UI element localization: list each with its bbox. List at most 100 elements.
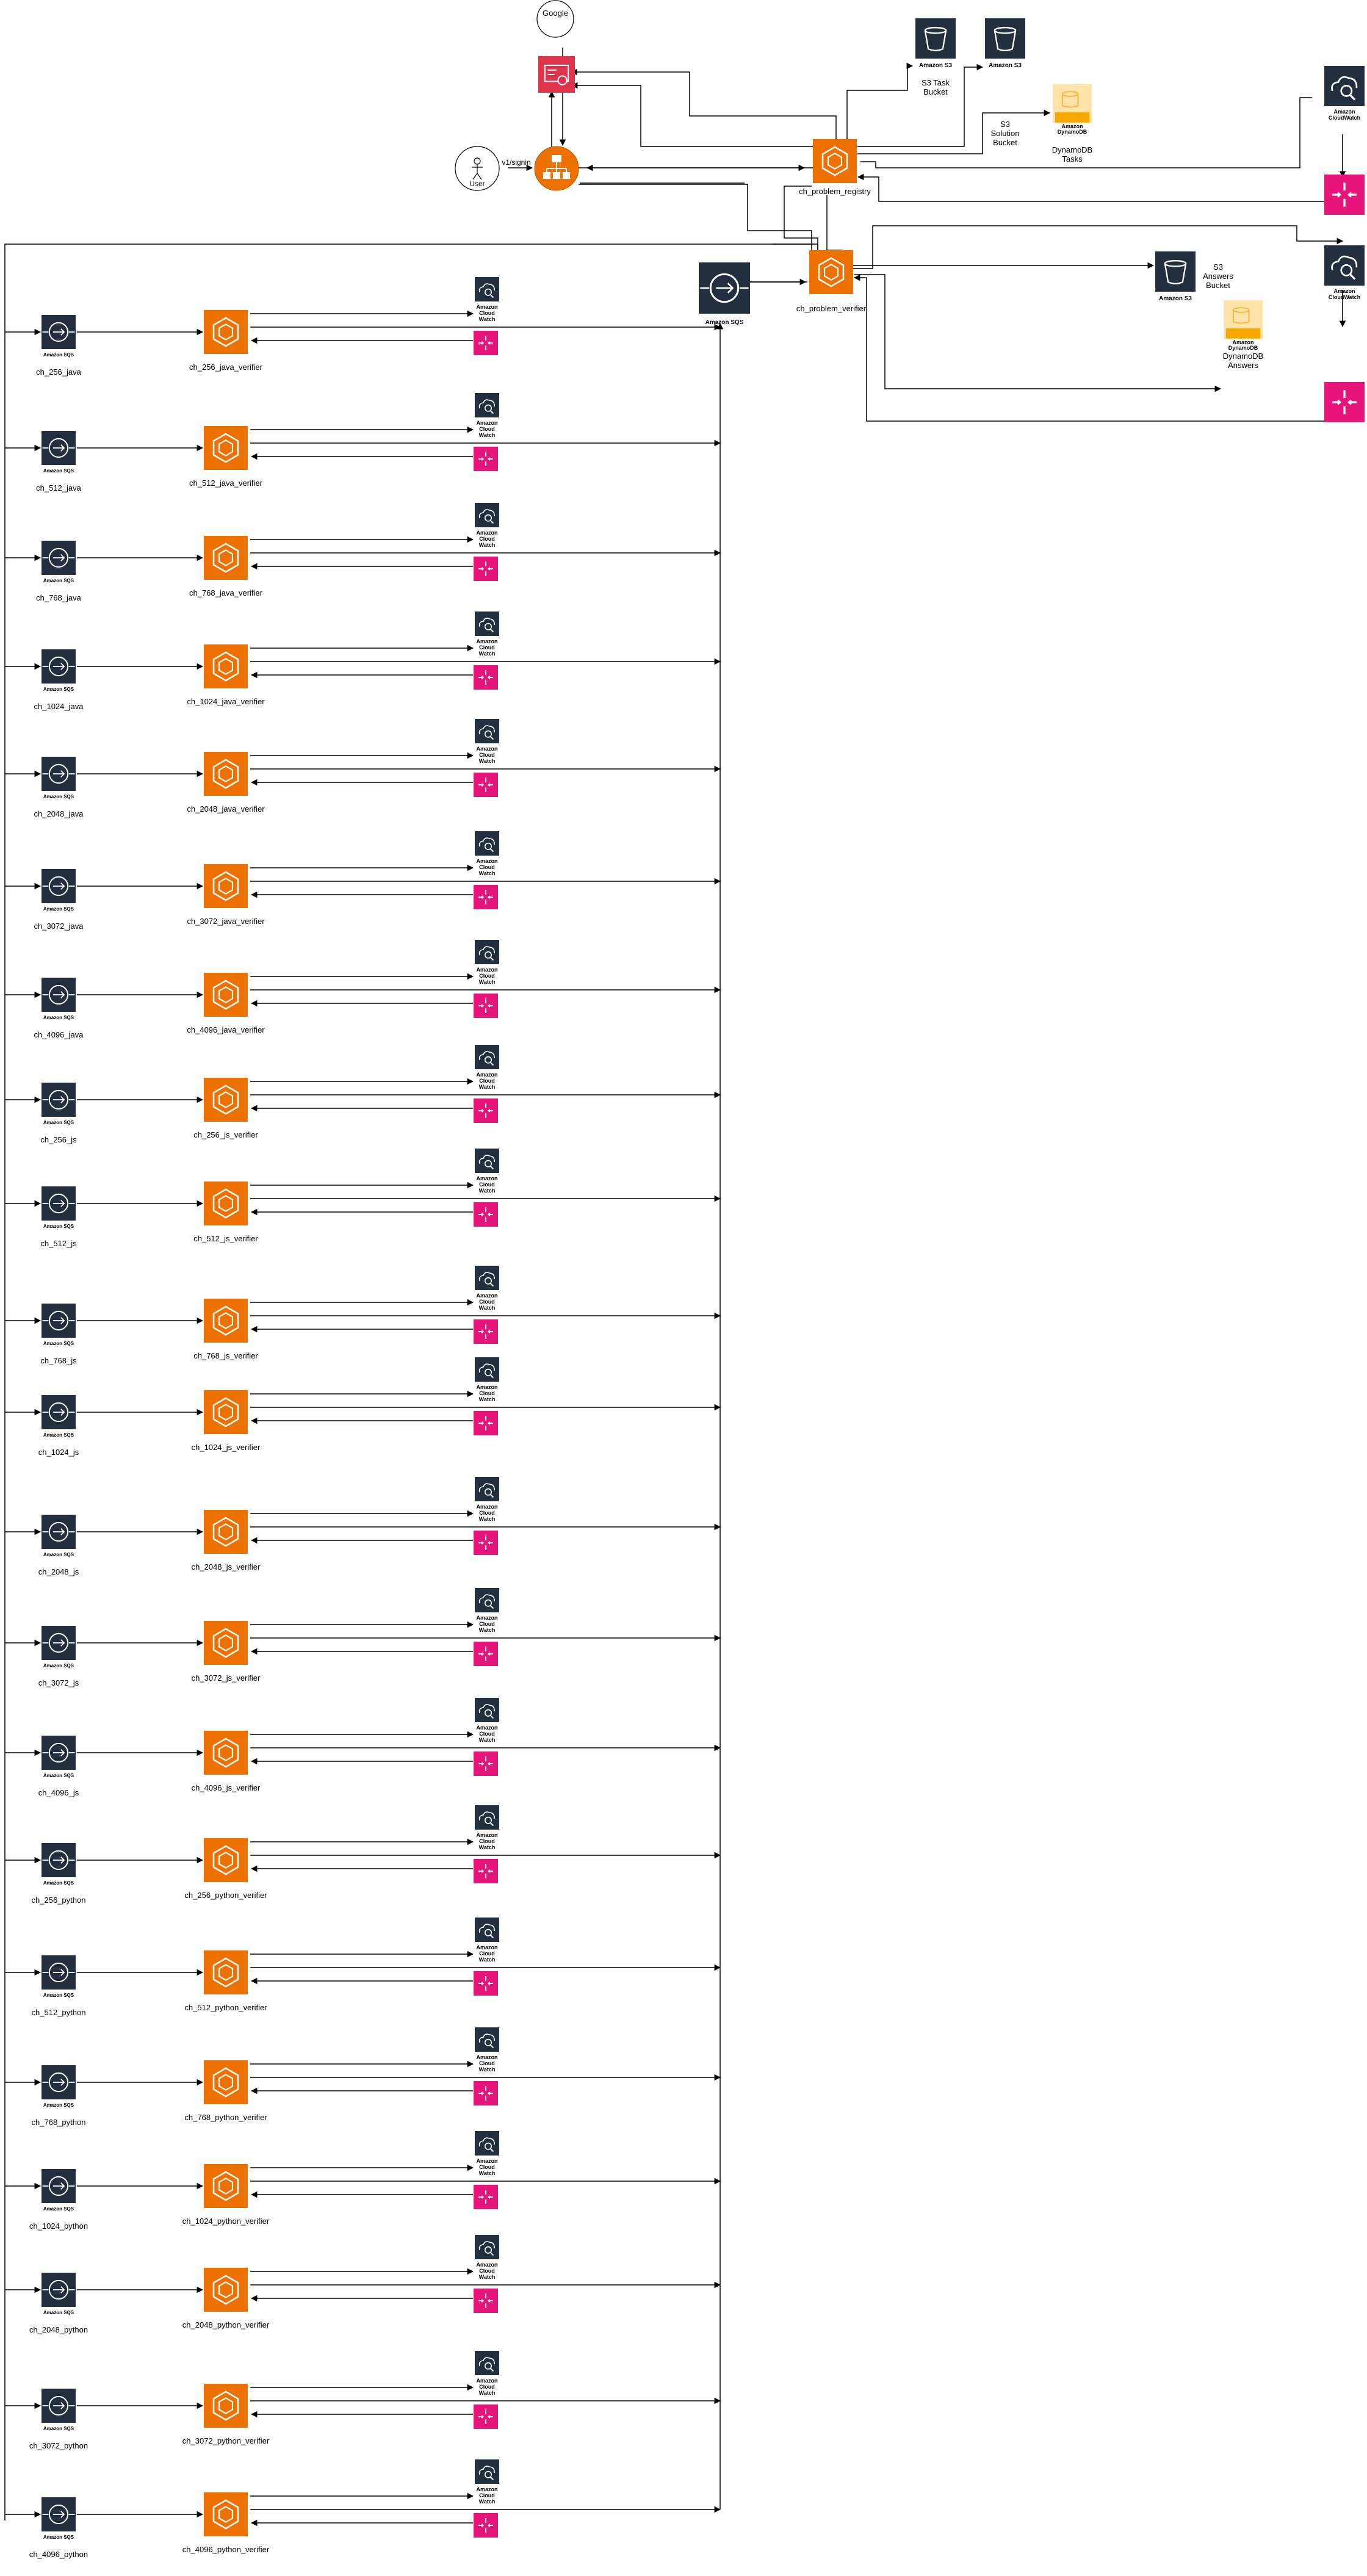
dynamodb-icon[interactable] bbox=[1224, 300, 1263, 339]
sqs-icon[interactable] bbox=[41, 1304, 76, 1338]
sqs-icon[interactable] bbox=[41, 2273, 76, 2307]
eventbridge-icon[interactable] bbox=[474, 2513, 498, 2538]
sqs-icon[interactable] bbox=[41, 1186, 76, 1221]
ecs-icon[interactable] bbox=[204, 1731, 248, 1775]
sqs-icon[interactable] bbox=[41, 1626, 76, 1660]
ecs-icon[interactable] bbox=[204, 2164, 248, 2208]
eventbridge-icon[interactable] bbox=[474, 2081, 498, 2105]
ecs-icon[interactable] bbox=[809, 250, 853, 294]
google-node[interactable]: Google bbox=[536, 0, 574, 38]
ecs-icon[interactable] bbox=[204, 1078, 248, 1122]
ecs-icon[interactable] bbox=[204, 536, 248, 580]
ecs-icon[interactable] bbox=[813, 139, 857, 183]
sqs-icon[interactable] bbox=[41, 869, 76, 903]
s3-bucket-icon[interactable] bbox=[1155, 251, 1196, 292]
ecs-icon[interactable] bbox=[204, 2384, 248, 2428]
sqs-icon[interactable] bbox=[41, 541, 76, 575]
sqs-icon[interactable] bbox=[699, 262, 750, 314]
ecs-icon[interactable] bbox=[204, 1510, 248, 1554]
eventbridge-icon[interactable] bbox=[474, 1752, 498, 1776]
ecs-icon[interactable] bbox=[204, 426, 248, 470]
sqs-icon[interactable] bbox=[41, 1395, 76, 1429]
ecs-icon[interactable] bbox=[204, 2268, 248, 2312]
eventbridge-icon[interactable] bbox=[474, 2185, 498, 2209]
sqs-icon[interactable] bbox=[41, 1736, 76, 1770]
ecs-icon[interactable] bbox=[204, 752, 248, 796]
cognito-icon[interactable] bbox=[538, 56, 575, 93]
s3-bucket-icon[interactable] bbox=[915, 18, 956, 59]
ecs-icon[interactable] bbox=[204, 1390, 248, 1434]
ecs-icon[interactable] bbox=[204, 1950, 248, 1994]
sqs-icon[interactable] bbox=[41, 1515, 76, 1549]
eventbridge-icon[interactable] bbox=[474, 1531, 498, 1555]
sqs-icon[interactable] bbox=[41, 2169, 76, 2203]
ecs-icon[interactable] bbox=[204, 1838, 248, 1882]
eventbridge-icon[interactable] bbox=[474, 1642, 498, 1666]
eventbridge-icon[interactable] bbox=[474, 557, 498, 581]
eventbridge-icon[interactable] bbox=[474, 885, 498, 909]
sqs-icon[interactable] bbox=[41, 1843, 76, 1877]
load-balancer-icon[interactable] bbox=[534, 146, 579, 191]
user-icon[interactable]: User bbox=[455, 146, 500, 191]
sqs-icon[interactable] bbox=[41, 2065, 76, 2099]
sqs-icon[interactable] bbox=[41, 2389, 76, 2423]
ecs-icon[interactable] bbox=[204, 2060, 248, 2104]
ecs-icon[interactable] bbox=[204, 644, 248, 688]
eventbridge-icon[interactable] bbox=[1324, 175, 1365, 215]
ecs-icon[interactable] bbox=[204, 1621, 248, 1665]
eventbridge-icon[interactable] bbox=[1324, 382, 1365, 422]
ecs-icon[interactable] bbox=[204, 864, 248, 908]
sqs-icon[interactable] bbox=[41, 757, 76, 791]
eventbridge-icon[interactable] bbox=[474, 1099, 498, 1123]
eventbridge-icon[interactable] bbox=[474, 1971, 498, 1996]
eventbridge-icon[interactable] bbox=[474, 331, 498, 355]
eventbridge-icon[interactable] bbox=[474, 773, 498, 797]
ecs-icon[interactable] bbox=[204, 2492, 248, 2536]
sqs-icon[interactable] bbox=[41, 315, 76, 349]
eventbridge-icon[interactable] bbox=[474, 1319, 498, 1344]
eventbridge-icon[interactable] bbox=[474, 2405, 498, 2429]
sqs-icon[interactable] bbox=[41, 978, 76, 1012]
dynamodb-icon[interactable] bbox=[1053, 84, 1092, 123]
s3-bucket-icon[interactable] bbox=[985, 18, 1025, 59]
eventbridge-icon[interactable] bbox=[474, 2289, 498, 2313]
eventbridge-icon[interactable] bbox=[474, 665, 498, 690]
ecs-icon[interactable] bbox=[204, 310, 248, 354]
ecs-icon[interactable] bbox=[204, 1182, 248, 1225]
ecs-icon[interactable] bbox=[204, 973, 248, 1017]
sqs-icon[interactable] bbox=[41, 649, 76, 684]
eventbridge-icon[interactable] bbox=[474, 1202, 498, 1227]
eventbridge-icon[interactable] bbox=[474, 1859, 498, 1883]
eventbridge-icon[interactable] bbox=[474, 447, 498, 471]
sqs-icon[interactable] bbox=[41, 1083, 76, 1117]
sqs-icon[interactable] bbox=[41, 1955, 76, 1990]
sqs-icon[interactable] bbox=[41, 2497, 76, 2531]
eventbridge-icon[interactable] bbox=[474, 994, 498, 1018]
sqs-icon[interactable] bbox=[41, 431, 76, 465]
ecs-icon[interactable] bbox=[204, 1299, 248, 1343]
eventbridge-icon[interactable] bbox=[474, 1411, 498, 1435]
